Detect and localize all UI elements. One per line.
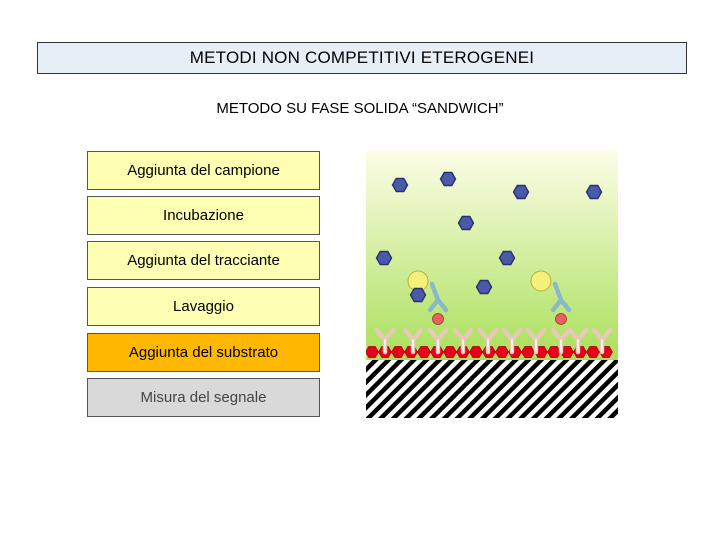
solid-phase-marker-icon <box>521 346 535 358</box>
capture-antibody-icon <box>402 327 424 355</box>
capture-antibody-icon <box>427 327 449 355</box>
step-substrate-addition: Aggiunta del substrato <box>87 333 320 372</box>
solid-phase-marker-icon <box>391 346 405 358</box>
capture-antibody-icon <box>477 327 499 355</box>
capture-antibody-icon <box>567 327 589 355</box>
solid-phase-marker-icon <box>547 346 561 358</box>
capture-antibody-icon <box>501 327 523 355</box>
solid-phase-marker-icon <box>443 346 457 358</box>
diagram-subtitle: METODO SU FASE SOLIDA “SANDWICH” <box>216 100 504 117</box>
capture-antibody-icon <box>452 327 474 355</box>
bound-analyte-icon <box>555 313 567 325</box>
free-analyte-icon <box>498 250 516 266</box>
tracer-antibody-icon <box>550 281 572 313</box>
capture-antibody-icon <box>525 327 547 355</box>
free-analyte-icon <box>375 250 393 266</box>
step-washing: Lavaggio <box>87 287 320 326</box>
step-tracer-addition: Aggiunta del tracciante <box>87 241 320 280</box>
solid-phase-marker-icon <box>417 346 431 358</box>
free-analyte-icon <box>512 184 530 200</box>
step-incubation: Incubazione <box>87 196 320 235</box>
solid-phase-marker-icon <box>586 346 600 358</box>
free-analyte-icon <box>585 184 603 200</box>
free-analyte-icon <box>439 171 457 187</box>
solid-phase-marker-icon <box>495 346 509 358</box>
sandwich-assay-illustration <box>365 150 618 418</box>
assay-scene-svg <box>365 150 618 418</box>
free-analyte-icon <box>475 279 493 295</box>
free-analyte-icon <box>409 287 427 303</box>
free-analyte-icon <box>391 177 409 193</box>
tracer-antibody-icon <box>427 281 449 313</box>
bound-analyte-icon <box>432 313 444 325</box>
capture-antibody-icon <box>591 327 613 355</box>
capture-antibody-icon <box>550 327 572 355</box>
solid-phase-marker-icon <box>365 346 379 358</box>
free-analyte-icon <box>457 215 475 231</box>
page-title: METODI NON COMPETITIVI ETEROGENEI <box>37 42 687 74</box>
enzyme-label-icon <box>530 270 552 292</box>
capture-antibody-icon <box>374 327 396 355</box>
solid-phase-icon <box>366 360 618 418</box>
step-sample-addition: Aggiunta del campione <box>87 151 320 190</box>
step-signal-measurement: Misura del segnale <box>87 378 320 417</box>
solid-phase-marker-icon <box>469 346 483 358</box>
